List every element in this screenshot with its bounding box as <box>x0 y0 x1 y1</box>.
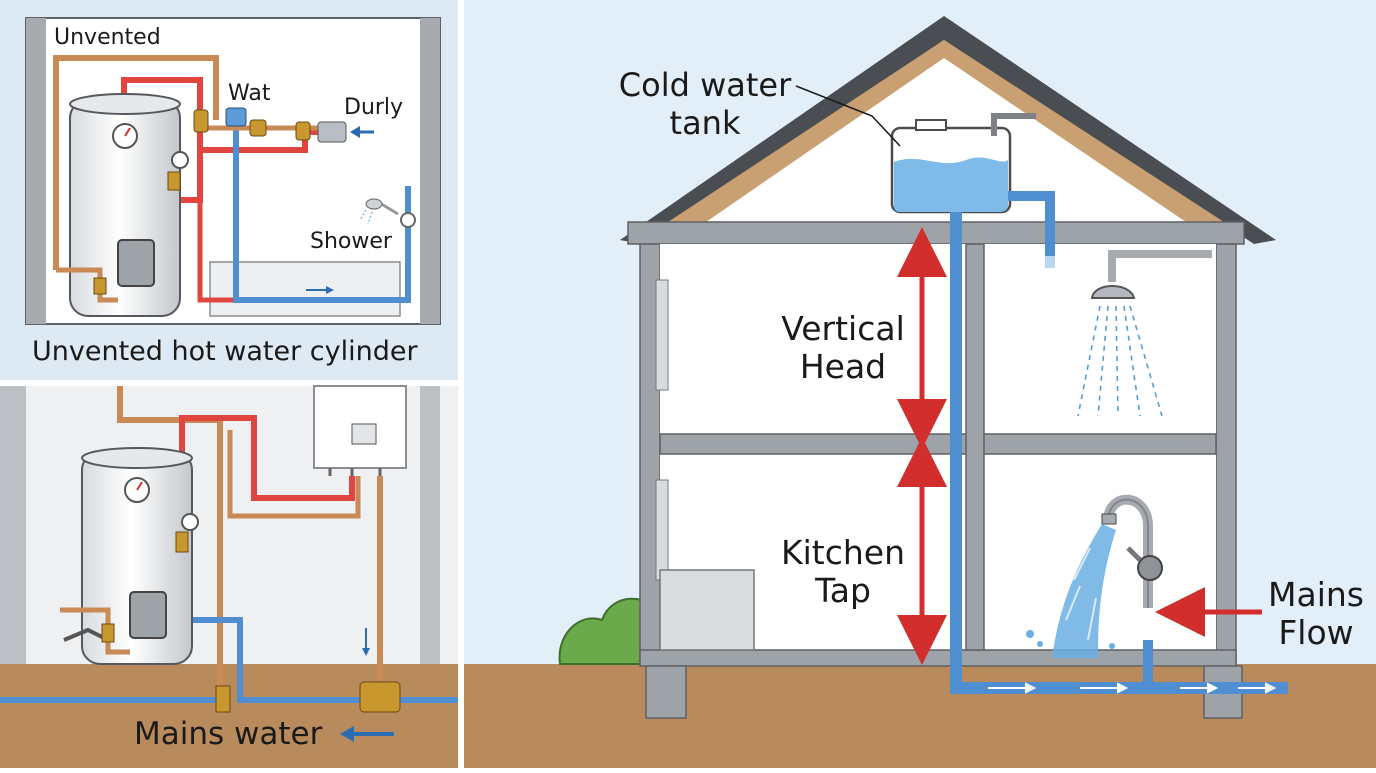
ceiling <box>627 221 1245 245</box>
drain-pipe <box>63 627 109 642</box>
cold-water-tank-icon <box>890 113 1055 268</box>
inflow-arrow-head <box>350 126 360 138</box>
label-kitchen: Kitchen <box>781 533 905 572</box>
interior-wall <box>965 243 985 651</box>
valve <box>93 277 107 295</box>
window <box>655 479 669 581</box>
copper-pipe <box>53 55 219 270</box>
bottom-left-caption: Mains water <box>134 716 323 752</box>
tank-label-leader <box>795 85 901 147</box>
label-flow: Flow <box>1278 613 1353 652</box>
window <box>655 279 669 391</box>
label-mains: Mains <box>1268 575 1364 614</box>
hot-water-cylinder-icon <box>81 447 199 665</box>
inlet-fitting <box>317 121 347 143</box>
hot-water-cylinder-icon <box>69 93 189 317</box>
panel-divider-vertical <box>458 0 464 768</box>
label-head: Head <box>800 347 886 386</box>
kitchen-cabinet <box>659 569 755 651</box>
hot-pipe <box>179 415 355 600</box>
top-left-caption: Unvented hot water cylinder <box>32 336 418 367</box>
right-wall <box>420 386 440 668</box>
label-durly: Durly <box>344 95 403 120</box>
bath <box>209 261 401 317</box>
valve <box>215 685 231 713</box>
label-tap: Tap <box>814 571 871 610</box>
kitchen-tap-icon <box>1101 494 1163 608</box>
water-splash <box>1037 641 1043 647</box>
hot-pipe-upper <box>121 77 203 203</box>
shower-head-icon <box>359 186 416 228</box>
bottom-left-panel: Mains water <box>0 385 458 768</box>
copper-pipe-boiler <box>227 430 361 519</box>
right-wall <box>420 18 440 324</box>
valve <box>101 623 115 643</box>
down-arrow-head <box>362 648 370 656</box>
label-cold-water: Cold water <box>619 66 792 104</box>
mains-arrow-head <box>340 726 354 742</box>
flow-arrow-head <box>326 286 334 294</box>
label-tank: tank <box>670 104 741 142</box>
label-shower: Shower <box>310 229 393 254</box>
shower-head-icon <box>1077 285 1163 417</box>
mains-fitting <box>359 681 401 713</box>
label-wat: Wat <box>228 81 271 106</box>
valve-blue <box>225 107 247 127</box>
upper-room <box>660 244 1216 434</box>
cold-pipe <box>170 617 458 703</box>
water-jet-highlights <box>1065 547 1097 641</box>
cold-pipe <box>233 118 411 303</box>
left-wall <box>0 386 26 668</box>
shower-arm <box>1108 250 1212 282</box>
water-jet <box>1052 524 1116 658</box>
water-splash <box>1026 630 1034 638</box>
valve <box>295 121 311 141</box>
left-footing <box>645 665 687 719</box>
valve <box>249 119 267 137</box>
boiler-icon <box>313 385 407 476</box>
pipe-flow-arrows <box>988 599 1277 694</box>
water-splash <box>1109 643 1115 649</box>
label-unvented: Unvented <box>54 25 161 50</box>
right-wall <box>1215 243 1237 665</box>
first-floor <box>659 433 1217 455</box>
label-vertical: Vertical <box>781 309 905 348</box>
panel-divider-horizontal <box>0 380 458 386</box>
valve <box>193 109 209 133</box>
left-wall <box>26 18 46 324</box>
top-left-panel: Unvented Wat Durly Shower Unvented hot w… <box>0 0 458 380</box>
copper-pipe <box>117 386 223 700</box>
house-panel: Cold water tank Vertical Head Kitchen Ta… <box>464 0 1376 768</box>
cold-down-pipe <box>950 212 1288 694</box>
